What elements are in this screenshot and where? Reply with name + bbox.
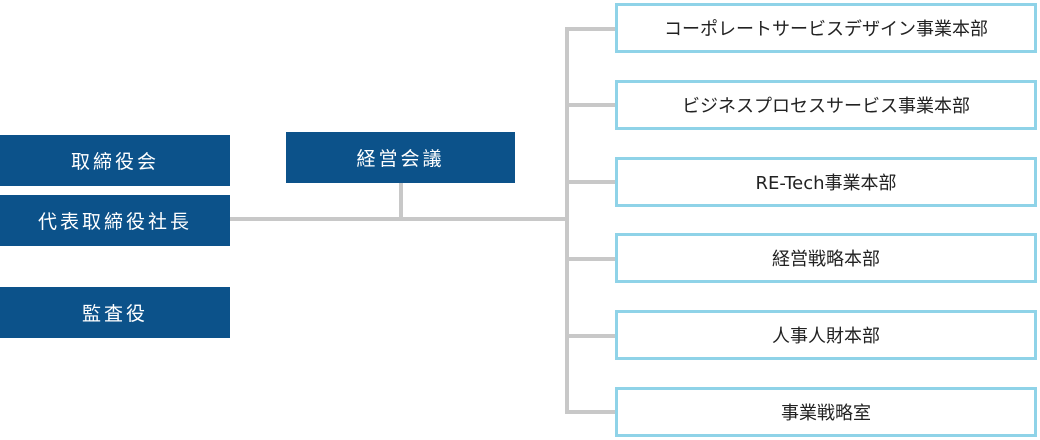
auditor-box: 監査役 bbox=[0, 287, 230, 338]
president-label: 代表取締役社長 bbox=[37, 211, 192, 233]
board-box: 取締役会 bbox=[0, 135, 230, 186]
division-box-1: コーポレートサービスデザイン事業本部 bbox=[615, 3, 1037, 53]
management-meeting-label: 経営会議 bbox=[356, 148, 445, 170]
division-box-6: 事業戦略室 bbox=[615, 387, 1037, 437]
auditor-label: 監査役 bbox=[81, 303, 148, 325]
connector-trunk-vertical bbox=[565, 27, 569, 413]
division-box-4: 経営戦略本部 bbox=[615, 233, 1037, 283]
connector-branch-3 bbox=[565, 180, 617, 184]
division-label: ビジネスプロセスサービス事業本部 bbox=[682, 96, 970, 117]
division-label: RE-Tech事業本部 bbox=[755, 173, 897, 194]
division-label: コーポレートサービスデザイン事業本部 bbox=[664, 19, 988, 40]
division-label: 人事人財本部 bbox=[772, 326, 880, 347]
connector-branch-2 bbox=[565, 103, 617, 107]
connector-branch-1 bbox=[565, 27, 617, 31]
connector-branch-5 bbox=[565, 334, 617, 338]
division-box-3: RE-Tech事業本部 bbox=[615, 157, 1037, 207]
board-label: 取締役会 bbox=[70, 151, 159, 173]
division-box-5: 人事人財本部 bbox=[615, 310, 1037, 360]
connector-president-to-trunk bbox=[230, 217, 567, 221]
division-label: 経営戦略本部 bbox=[772, 249, 880, 270]
connector-meeting-drop bbox=[399, 182, 403, 219]
management-meeting-box: 経営会議 bbox=[286, 132, 515, 183]
connector-branch-4 bbox=[565, 257, 617, 261]
connector-branch-6 bbox=[565, 410, 617, 414]
president-box: 代表取締役社長 bbox=[0, 195, 230, 246]
division-box-2: ビジネスプロセスサービス事業本部 bbox=[615, 80, 1037, 130]
division-label: 事業戦略室 bbox=[781, 403, 871, 424]
